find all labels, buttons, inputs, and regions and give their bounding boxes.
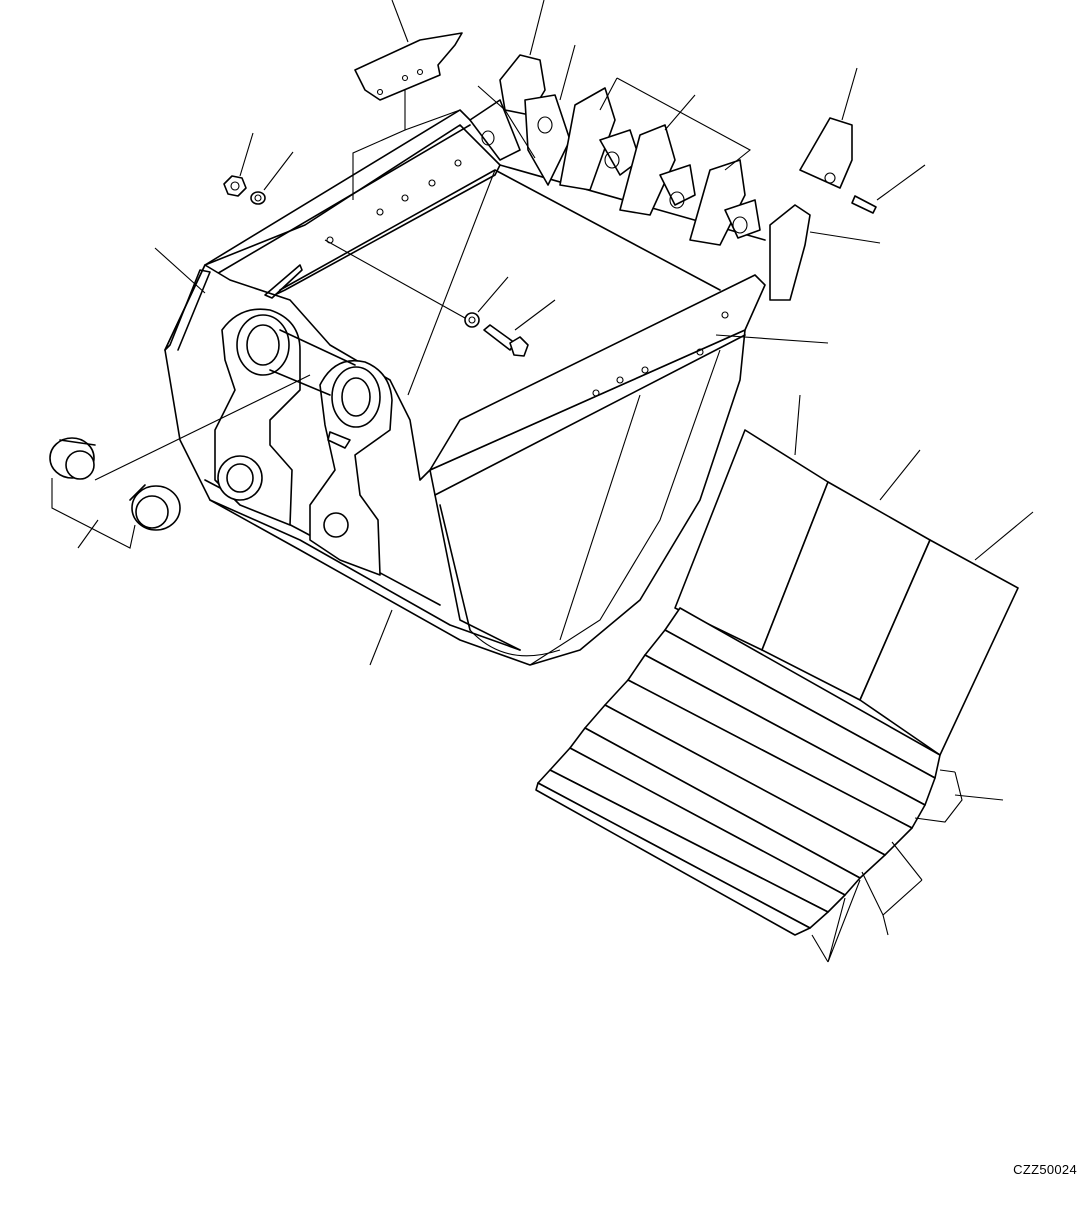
bolt [483, 324, 529, 357]
lock-pin [851, 195, 877, 214]
washer-lower [464, 312, 480, 328]
bushing-right [129, 484, 181, 531]
boss-tube-top [279, 329, 356, 366]
boss-tube-bottom [269, 369, 331, 396]
lug-plate-left [214, 308, 301, 526]
bucket-body [164, 109, 766, 666]
wear-plates [674, 429, 1019, 756]
bushing-left [49, 437, 96, 480]
nut [223, 175, 247, 197]
side-shroud [354, 32, 463, 101]
adapter-row [469, 54, 811, 301]
washer-upper [250, 191, 266, 205]
leader-lines [51, 0, 1034, 963]
side-tooth [799, 117, 853, 189]
wear-strips [535, 607, 941, 936]
lug-plate-right [309, 360, 393, 576]
drawing-code: CZZ50024 [1013, 1162, 1077, 1177]
leader [94, 374, 311, 481]
